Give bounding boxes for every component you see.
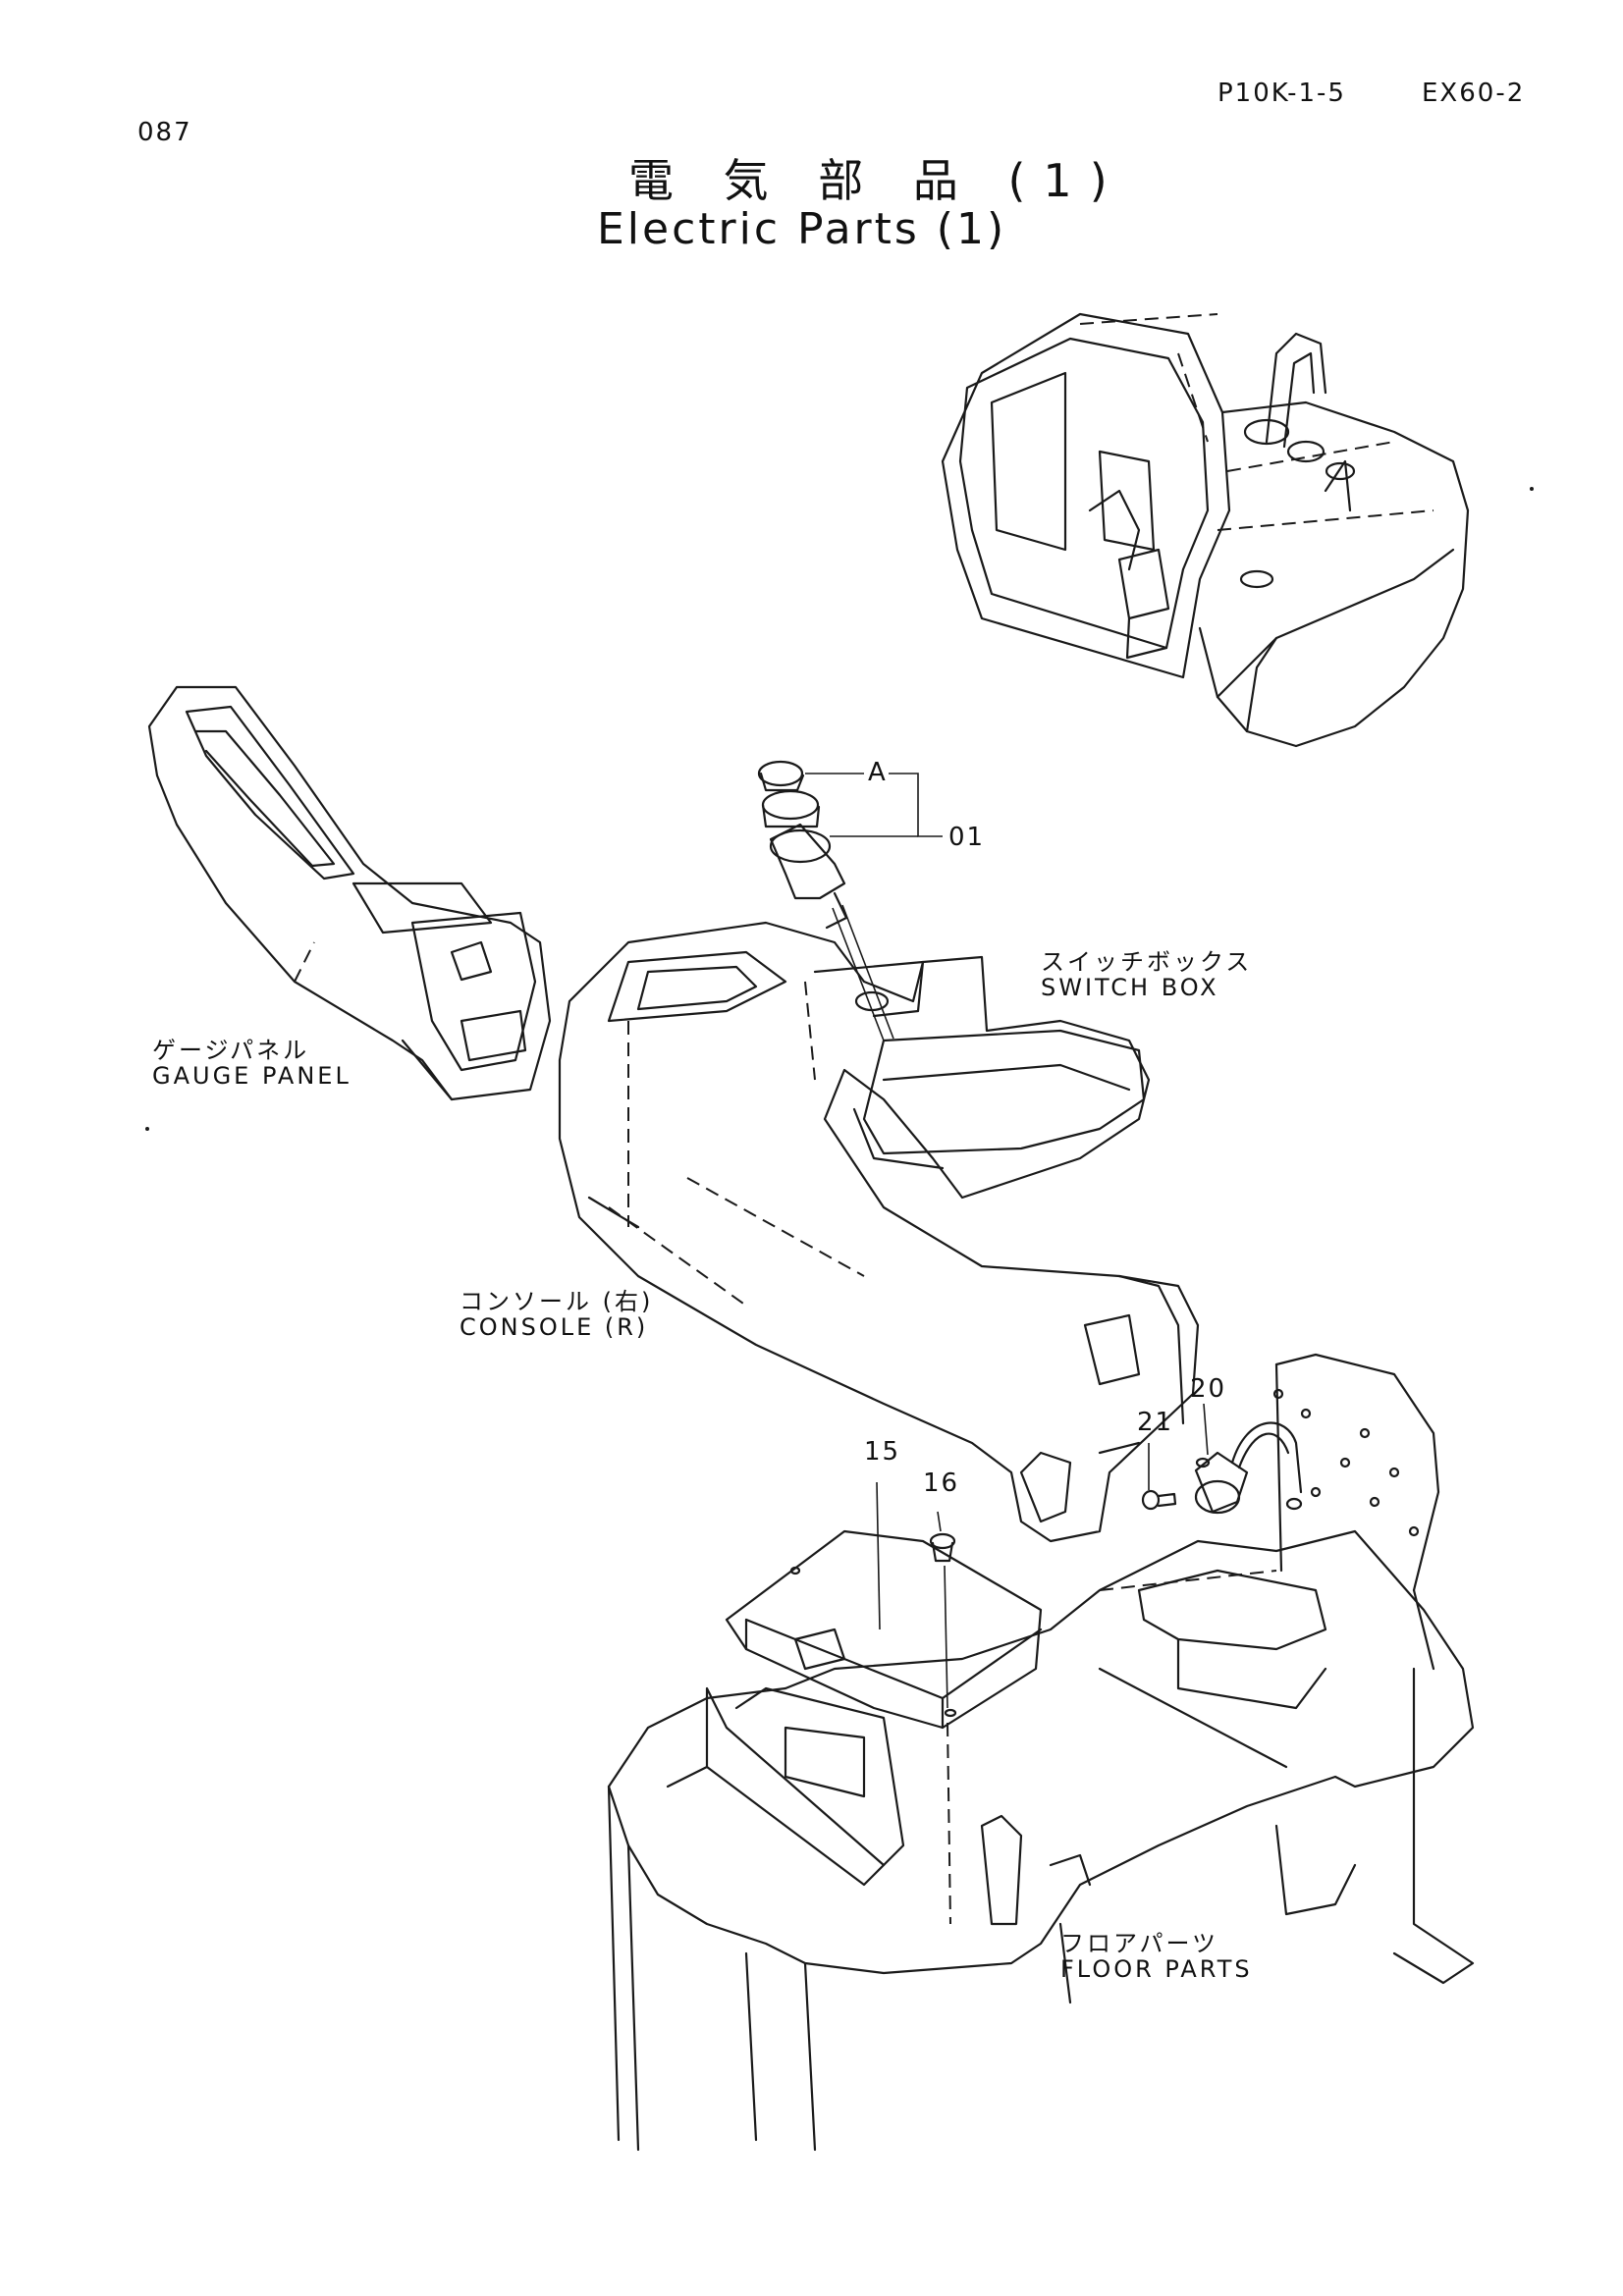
part-code: P10K-1-5 xyxy=(1217,79,1346,108)
console-label-en: CONSOLE (R) xyxy=(460,1313,649,1341)
switch-box-label-jp: スイッチボックス xyxy=(1041,948,1253,976)
floor-parts-label-jp: フロアパーツ xyxy=(1060,1930,1219,1957)
callout-21: 21 xyxy=(1137,1408,1174,1437)
gauge-panel-label-jp: ゲージパネル xyxy=(152,1037,310,1064)
screw-part-16 xyxy=(929,1532,956,1925)
callout-a: A xyxy=(868,758,888,787)
control-box-part-15 xyxy=(725,1529,1043,1730)
gauge-panel-illustration xyxy=(147,685,552,1101)
screw-part-21 xyxy=(1141,1443,1177,1511)
page-title-jp: 電 気 部 品 (1) xyxy=(628,154,1125,207)
floor-parts-label-en: FLOOR PARTS xyxy=(1060,1955,1253,1983)
callout-01: 01 xyxy=(948,823,986,852)
buzzer-part-20 xyxy=(1194,1403,1303,1515)
console-label-jp: コンソール (右) xyxy=(460,1288,654,1315)
key-switch-assembly xyxy=(757,760,894,1041)
floor-parts-illustration xyxy=(607,1353,1475,2152)
switch-box-label-en: SWITCH BOX xyxy=(1041,974,1219,1001)
console-illustration xyxy=(558,921,1200,1543)
excavator-overview xyxy=(941,312,1470,748)
page-title-en: Electric Parts (1) xyxy=(597,204,1007,254)
page-number: 087 xyxy=(137,118,192,147)
callout-20: 20 xyxy=(1190,1374,1227,1404)
model-code: EX60-2 xyxy=(1422,79,1526,108)
gauge-panel-label-en: GAUGE PANEL xyxy=(152,1062,352,1090)
callout-16: 16 xyxy=(923,1468,960,1498)
callout-15: 15 xyxy=(864,1437,901,1467)
